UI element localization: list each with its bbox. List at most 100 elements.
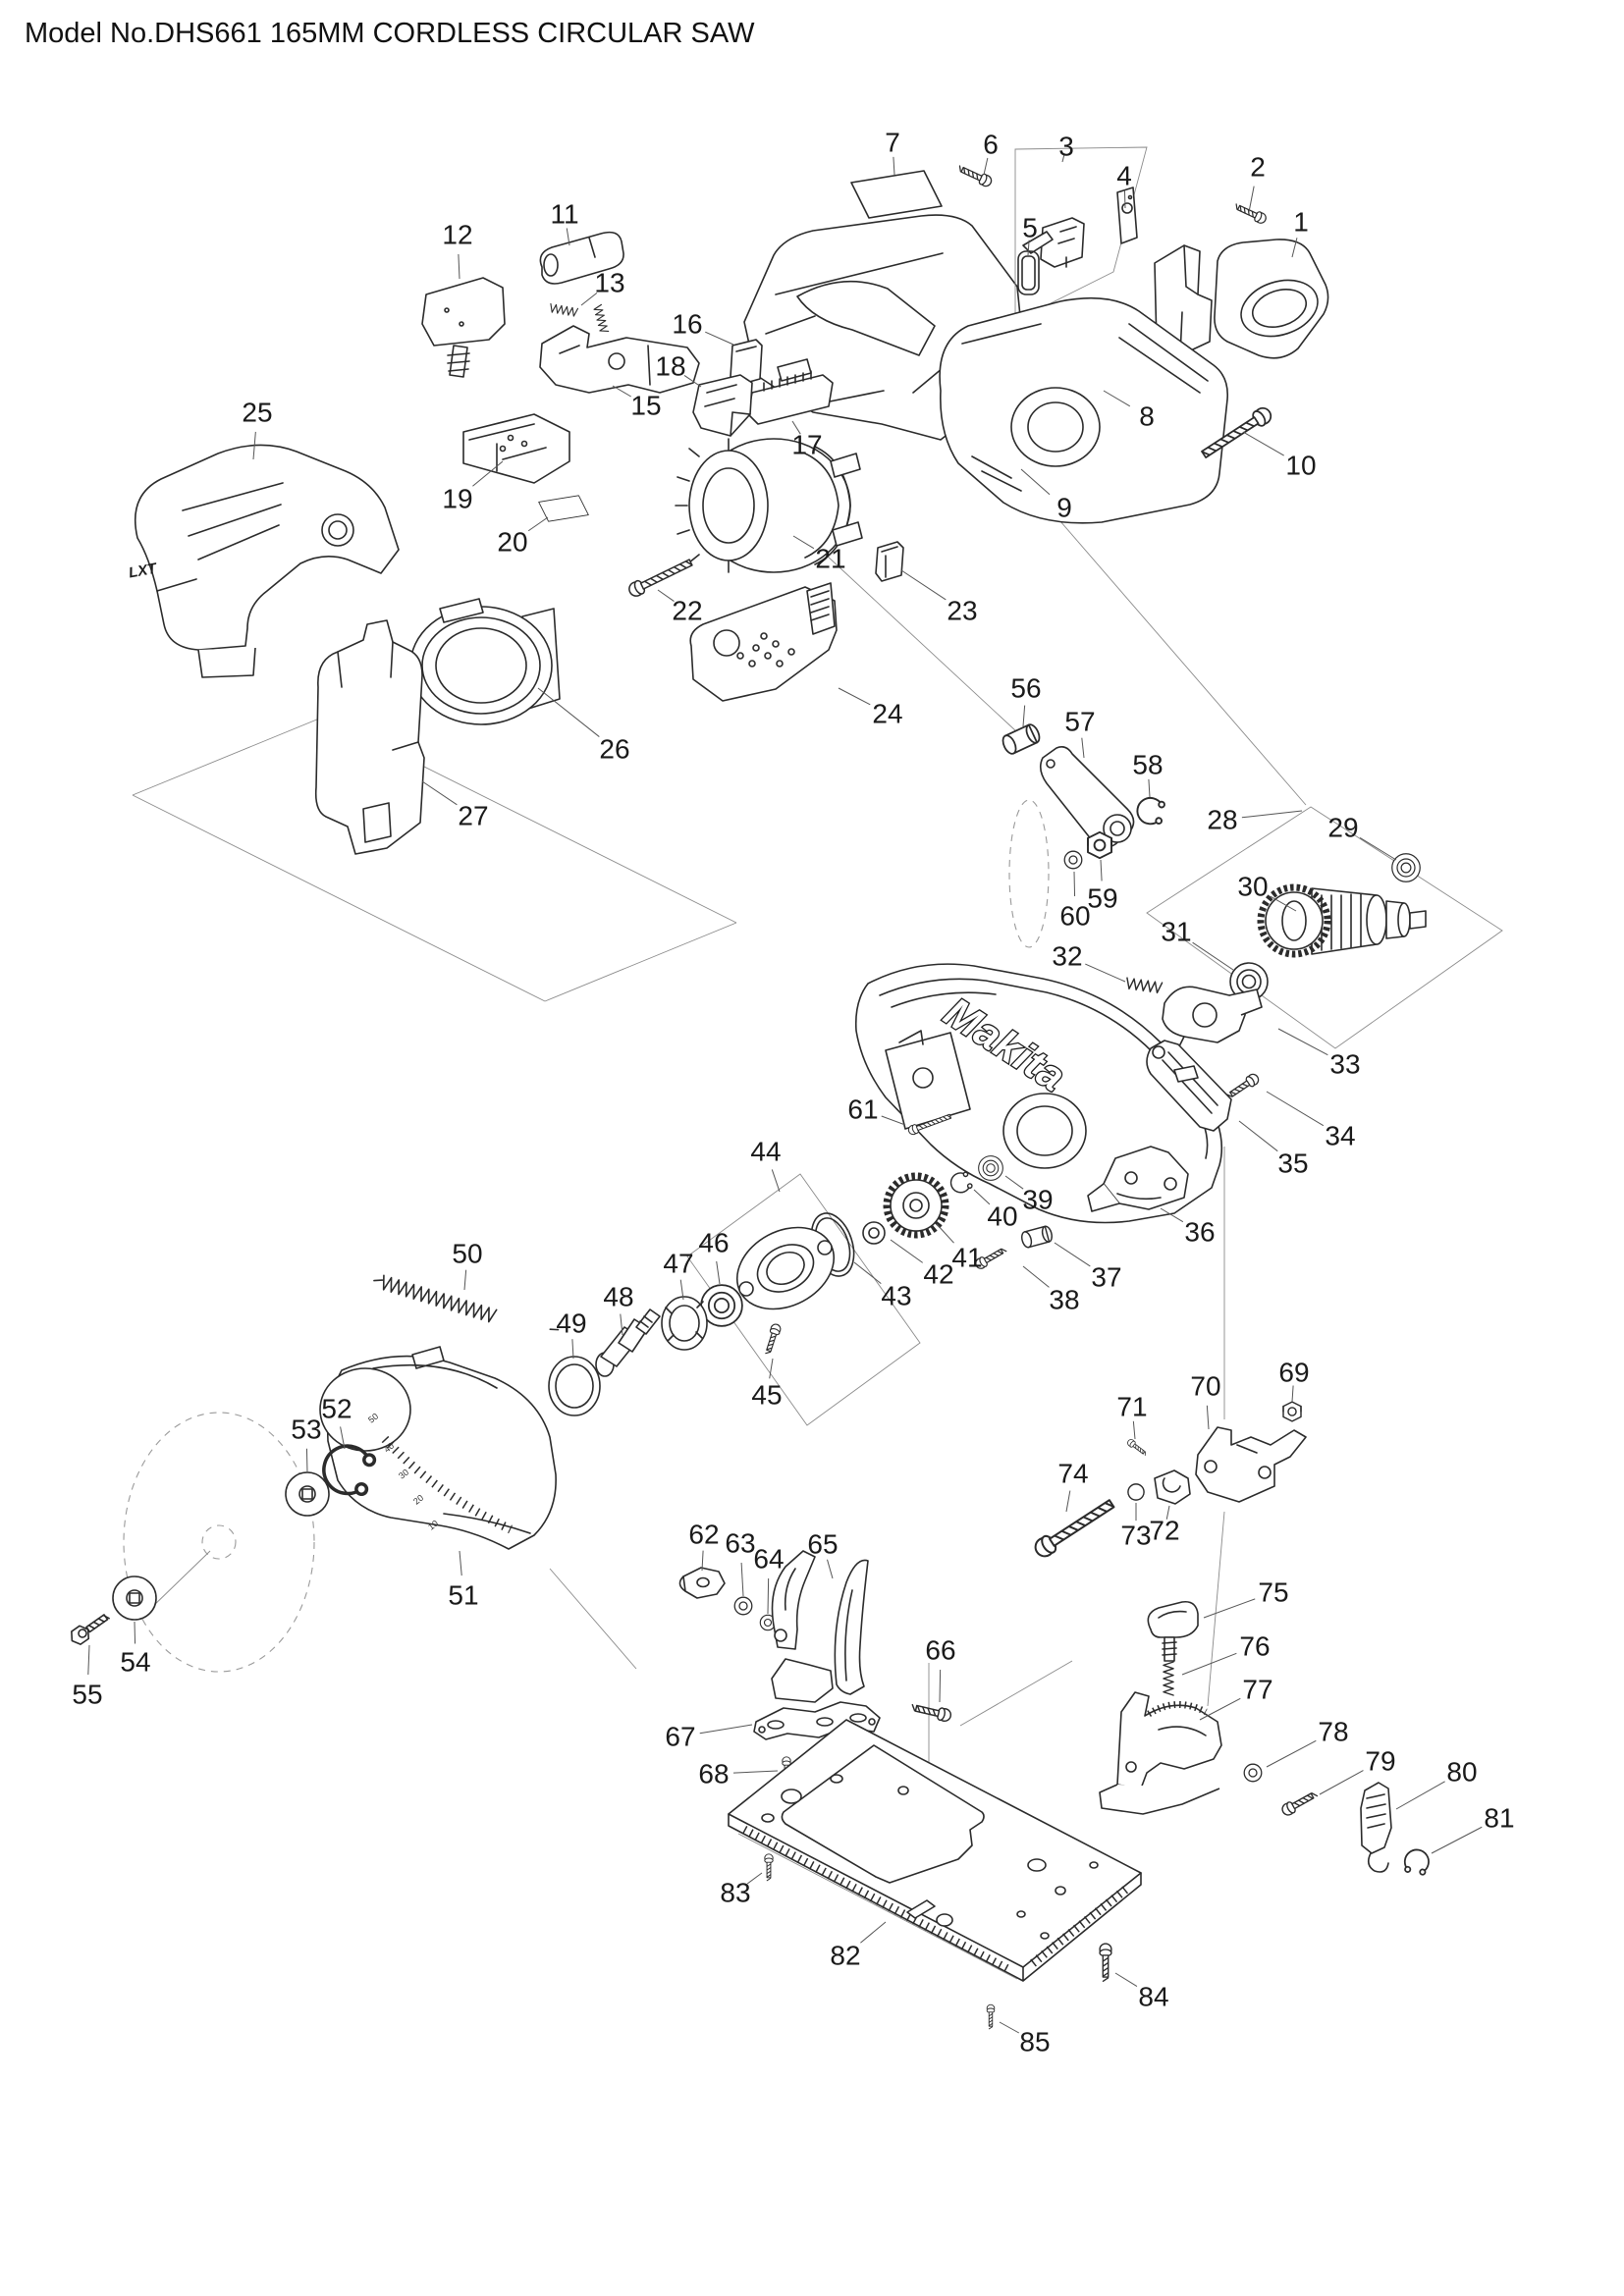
part-70-leader-line: [1206, 1405, 1210, 1430]
part-64-leader-line: [767, 1577, 770, 1615]
part-56-leader-line: [1022, 705, 1026, 727]
part-extra-glyph: [592, 303, 610, 335]
part-48-glyph: [595, 1308, 661, 1377]
part-label-12: 12: [442, 220, 472, 250]
part-19-glyph: [462, 413, 570, 484]
part-71-glyph: [1125, 1437, 1149, 1458]
part-3-leader-line: [1061, 153, 1065, 163]
part-7-glyph: [850, 170, 943, 219]
part-45-leader-line: [769, 1358, 774, 1379]
part-56-glyph: [999, 721, 1044, 757]
part-29-leader-line: [1359, 837, 1397, 861]
part-62-glyph: [678, 1567, 726, 1599]
part-13-leader-line: [580, 292, 598, 306]
part-12-glyph: [421, 277, 506, 378]
part-label-22: 22: [672, 596, 702, 626]
part-85-glyph: [986, 2003, 996, 2030]
part-6-leader-line: [983, 157, 989, 176]
part-74-leader-line: [1065, 1490, 1071, 1513]
part-label-2: 2: [1250, 152, 1266, 183]
part-label-67: 67: [665, 1722, 695, 1752]
part-41-leader-line: [936, 1223, 954, 1244]
part-39-glyph: [978, 1155, 1003, 1181]
part-48-leader-line: [620, 1313, 623, 1336]
part-37-leader-line: [1054, 1242, 1091, 1267]
part-label-31: 31: [1161, 917, 1191, 947]
part-65-glyph: [771, 1550, 869, 1703]
part-label-39: 39: [1022, 1185, 1053, 1215]
part-label-72: 72: [1149, 1516, 1179, 1546]
part-72-glyph: [1154, 1469, 1191, 1505]
part-61-leader-line: [881, 1115, 906, 1126]
part-27-glyph: [314, 619, 425, 855]
part-40-leader-line: [973, 1189, 991, 1205]
part-33-leader-line: [1277, 1028, 1328, 1056]
part-76-leader-line: [1181, 1652, 1237, 1676]
part-58-leader-line: [1148, 778, 1151, 798]
part-6-glyph: [955, 162, 995, 189]
part-label-19: 19: [442, 484, 472, 514]
part-label-36: 36: [1184, 1217, 1215, 1248]
part-label-68: 68: [698, 1759, 729, 1789]
part-label-21: 21: [815, 544, 845, 574]
part-label-41: 41: [951, 1243, 982, 1273]
part-label-27: 27: [458, 801, 488, 831]
part-18-leader-line: [683, 375, 702, 388]
part-19-leader-line: [472, 460, 504, 487]
part-label-23: 23: [947, 596, 977, 626]
part-label-3: 3: [1058, 132, 1074, 162]
part-label-57: 57: [1064, 707, 1095, 737]
part-label-30: 30: [1237, 872, 1268, 902]
part-50-leader-line: [463, 1269, 467, 1291]
part-15-leader-line: [612, 385, 631, 398]
part-34-glyph: [1224, 1071, 1262, 1102]
cover-scale-mark-30: 30: [397, 1468, 410, 1481]
part-label-84: 84: [1138, 1982, 1168, 2012]
part-label-15: 15: [630, 391, 661, 421]
part-18-glyph: [692, 374, 753, 437]
part-22-leader-line: [657, 589, 675, 602]
part-78-glyph: [1243, 1763, 1263, 1783]
part-label-17: 17: [791, 430, 822, 460]
part-label-79: 79: [1365, 1746, 1395, 1777]
part-44-leader-line: [771, 1169, 781, 1193]
part-38-leader-line: [1022, 1265, 1050, 1288]
part-label-18: 18: [655, 351, 685, 382]
part-29-glyph: [1391, 853, 1421, 882]
part-65-leader-line: [827, 1559, 834, 1579]
part-75-leader-line: [1203, 1598, 1256, 1619]
part-55-leader-line: [87, 1644, 90, 1676]
part-83-leader-line: [746, 1872, 763, 1885]
part-label-7: 7: [885, 128, 900, 158]
part-label-6: 6: [983, 130, 999, 160]
part-label-50: 50: [452, 1239, 482, 1269]
part-35-leader-line: [1238, 1120, 1278, 1152]
part-label-45: 45: [751, 1380, 782, 1411]
part-31-leader-line: [1192, 941, 1234, 971]
part-label-54: 54: [120, 1647, 150, 1678]
part-label-32: 32: [1052, 941, 1082, 972]
part-69-glyph: [1282, 1401, 1302, 1422]
part-label-61: 61: [847, 1095, 878, 1125]
part-1-leader-line: [1291, 238, 1298, 258]
part-label-28: 28: [1207, 805, 1237, 835]
part-26-glyph: [409, 598, 561, 725]
part-42-leader-line: [890, 1239, 924, 1263]
part-5-leader-line: [1027, 240, 1030, 256]
part-36-leader-line: [1160, 1207, 1184, 1223]
part-label-11: 11: [550, 199, 578, 230]
part-70-glyph: [1195, 1426, 1307, 1503]
part-10-leader-line: [1242, 431, 1284, 456]
part-label-34: 34: [1325, 1121, 1355, 1151]
part-83-glyph: [764, 1853, 774, 1882]
part-54-glyph: [112, 1575, 157, 1621]
part-label-49: 49: [556, 1308, 586, 1339]
part-label-20: 20: [497, 527, 527, 558]
part-label-48: 48: [603, 1282, 633, 1312]
part-46-leader-line: [716, 1260, 721, 1285]
part-84-leader-line: [1114, 1972, 1138, 1987]
part-label-58: 58: [1132, 750, 1163, 780]
leader-lines-layer: [87, 153, 1483, 2034]
part-42-glyph: [862, 1221, 886, 1245]
part-63-leader-line: [740, 1562, 744, 1597]
